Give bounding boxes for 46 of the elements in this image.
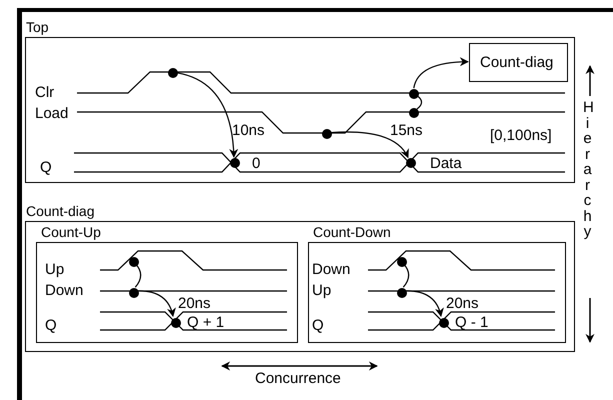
axis-label: Hierarchy (583, 100, 592, 240)
signal-label: Q + 1 (187, 315, 224, 331)
arrow (176, 72, 238, 158)
signal-label: Clr (35, 85, 54, 101)
signal-label: Q (45, 318, 57, 334)
event-dot (409, 89, 419, 99)
signal-label: Concurrence (255, 371, 341, 387)
edge-label: 20ns (446, 296, 479, 312)
signal-label: Down (45, 283, 84, 299)
panel-title: Count-diag (26, 203, 94, 219)
event-dot (230, 158, 240, 168)
signal-label: Data (430, 156, 462, 172)
signal-label: Q - 1 (455, 315, 488, 331)
event-dot (168, 68, 178, 78)
edge-label: 15ns (390, 123, 423, 139)
signal-label: Q (40, 160, 52, 176)
signal-label: Up (312, 283, 332, 299)
connector-line (416, 95, 422, 110)
arrow (330, 131, 409, 158)
box-label: Count-diag (480, 54, 554, 70)
event-dot (129, 288, 139, 298)
event-dot (397, 257, 407, 267)
event-dot (322, 129, 332, 139)
edge-label: 20ns (178, 296, 211, 312)
arrow (413, 57, 469, 88)
arrow (405, 290, 444, 317)
signal-label: 0 (252, 156, 260, 172)
connector-line (402, 263, 410, 288)
event-dot (406, 158, 416, 168)
edge-label: 10ns (232, 123, 265, 139)
arrow (137, 290, 176, 317)
event-dot (439, 318, 449, 328)
event-dot (409, 108, 419, 118)
signal-label: Up (45, 262, 64, 278)
signal-label: Q (312, 318, 324, 334)
diagram-box (469, 43, 568, 82)
event-dot (171, 318, 181, 328)
panel-title: Top (26, 19, 49, 35)
connector-line (134, 263, 142, 288)
signal-label: [0,100ns] (490, 128, 552, 144)
signal-label: Down (312, 262, 350, 278)
event-dot (129, 257, 139, 267)
panel-title: Count-Down (313, 224, 391, 240)
event-dot (397, 288, 407, 298)
signal-label: Load (35, 106, 68, 122)
panel-title: Count-Up (41, 224, 101, 240)
